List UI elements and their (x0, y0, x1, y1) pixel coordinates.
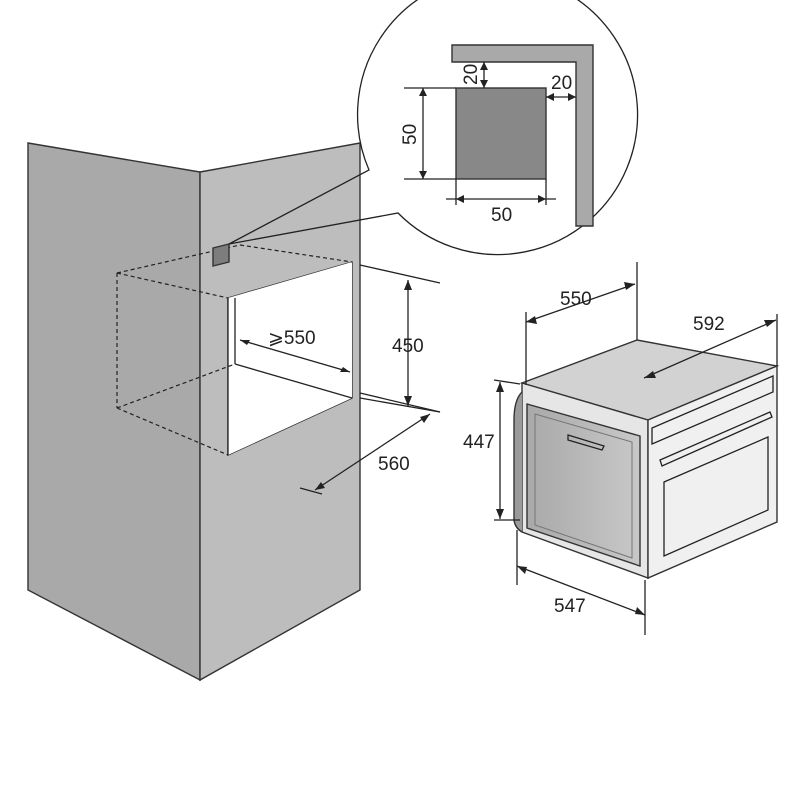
oven-width-label: 592 (693, 314, 725, 335)
oven-depth-dimension: 550 (525, 262, 638, 385)
niche-height-dimension: 450 (359, 264, 441, 413)
niche-width-label: 560 (378, 454, 410, 475)
vent-opening (212, 243, 230, 267)
oven-depth-label: 550 (560, 289, 592, 310)
vent-detail-callout: 20 20 50 50 (228, 0, 639, 256)
vent-side-gap-label: 20 (551, 73, 572, 94)
oven-height-dimension: 447 (463, 379, 521, 521)
oven-width-dimension: 592 (643, 314, 778, 379)
side-door-handle (567, 434, 605, 451)
cabinet-side-face (27, 142, 201, 682)
niche-height-label: 450 (392, 336, 424, 357)
oven-body-width-label: 547 (554, 596, 586, 617)
cabinet-corner-section (451, 44, 594, 227)
niche-depth-dimension: ⩾550 (239, 328, 351, 373)
niche-depth-label: ⩾550 (268, 328, 316, 349)
niche-back-wall (228, 262, 352, 455)
oven-appliance (513, 339, 780, 580)
oven-window (663, 436, 769, 557)
cabinet-column (27, 142, 361, 682)
vent-height-label: 50 (400, 124, 421, 145)
niche-width-dimension: 560 (299, 397, 441, 495)
vent-width-label: 50 (491, 205, 512, 226)
oven-door-handle (659, 411, 773, 467)
oven-front-panel (647, 364, 778, 580)
oven-body-width-dimension: 547 (516, 530, 646, 635)
vent-height-gap-label: 20 (461, 64, 482, 85)
oven-height-label: 447 (463, 432, 495, 453)
oven-side-door (526, 403, 641, 567)
vent-square (455, 87, 547, 180)
